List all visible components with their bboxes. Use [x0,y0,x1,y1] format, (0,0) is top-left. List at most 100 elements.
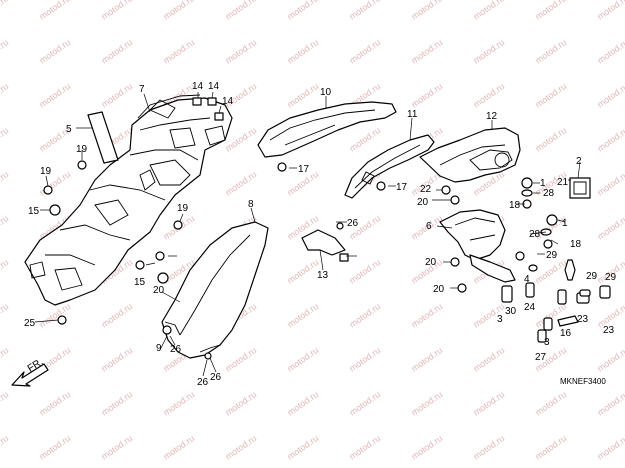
watermark: motod.ru [471,433,506,462]
watermark: motod.ru [533,37,568,66]
washer [528,264,538,272]
callout: 21 [557,177,569,188]
watermark: motod.ru [409,81,444,110]
watermark: motod.ru [223,433,258,462]
callout: 11 [407,109,418,120]
callout: 17 [396,182,408,193]
callout: 18 [509,200,521,211]
part-grommet [214,112,224,121]
bolt [441,185,451,195]
watermark: motod.ru [99,345,134,374]
callout: 29 [546,250,558,261]
bolt [277,162,287,172]
bolt [162,325,172,335]
watermark: motod.ru [0,257,10,286]
callout: 4 [524,274,530,285]
watermark: motod.ru [595,389,625,418]
watermark: motod.ru [99,0,134,22]
callout: 13 [317,270,329,281]
bolt [521,177,533,189]
part-grommet [192,97,202,106]
watermark: motod.ru [409,389,444,418]
callout: 14 [208,81,220,92]
callout: 1 [562,218,568,229]
watermark: motod.ru [0,433,10,462]
callout: 3 [497,314,503,325]
watermark: motod.ru [0,81,10,110]
watermark: motod.ru [409,301,444,330]
watermark: motod.ru [595,433,625,462]
watermark: motod.ru [471,37,506,66]
part-reflector-strip [87,111,119,164]
watermark: motod.ru [285,345,320,374]
watermark: motod.ru [285,301,320,330]
watermark: motod.ru [595,37,625,66]
watermark: motod.ru [37,37,72,66]
watermark: motod.ru [37,0,72,22]
watermark: motod.ru [285,389,320,418]
watermark: motod.ru [471,0,506,22]
watermark: motod.ru [161,389,196,418]
watermark: motod.ru [161,0,196,22]
watermark: motod.ru [0,0,10,22]
watermark: motod.ru [347,433,382,462]
callout: 24 [524,302,536,313]
callout: 17 [298,164,310,175]
callout: 12 [486,111,498,122]
watermark: motod.ru [0,37,10,66]
callout: 16 [560,328,572,339]
callout: 19 [76,144,88,155]
watermark: motod.ru [223,389,258,418]
callout: 30 [505,306,517,317]
watermark: motod.ru [37,389,72,418]
callout: 18 [570,239,582,250]
leader-lines [34,91,581,377]
watermark: motod.ru [595,213,625,242]
callout: 7 [139,84,145,95]
callout: 14 [222,96,234,107]
watermark: motod.ru [595,81,625,110]
callout: 8 [248,199,254,210]
bolt [450,257,460,267]
watermark: motod.ru [533,125,568,154]
part-tail-cowl [419,127,521,183]
watermark: motod.ru [99,389,134,418]
watermark: motod.ru [347,345,382,374]
watermark: motod.ru [347,0,382,22]
watermark: motod.ru [595,0,625,22]
watermark: motod.ru [285,433,320,462]
watermark: motod.ru [99,433,134,462]
watermark: motod.ru [161,433,196,462]
watermark: motod.ru [347,37,382,66]
watermark: motod.ru [0,169,10,198]
callout: 25 [24,318,36,329]
watermark: motod.ru [0,345,10,374]
watermark: motod.ru [0,125,10,154]
bolt [376,181,386,191]
callout: 29 [586,271,598,282]
watermark: motod.ru [409,345,444,374]
callout: 22 [420,184,432,195]
callout: 23 [603,325,615,336]
watermark: motod.ru [471,389,506,418]
watermark: motod.ru [223,37,258,66]
washer [521,189,533,197]
watermark: motod.ru [347,389,382,418]
bolt [543,239,553,249]
callout: 10 [320,87,332,98]
part-side-cowl-right [344,134,435,199]
watermark: motod.ru [533,0,568,22]
callout: 28 [529,229,541,240]
callout: 27 [535,352,547,363]
watermark: motod.ru [409,433,444,462]
callout: 26 [210,372,222,383]
fastener-group-lower-right [501,259,611,343]
watermark: motod.ru [0,301,10,330]
watermark: motod.ru [285,37,320,66]
watermark: motod.ru [223,0,258,22]
callout: 28 [543,188,555,199]
bolt [546,214,558,226]
part-side-cowl-left [257,101,397,158]
watermark: motod.ru [347,301,382,330]
watermark: motod.ru [37,81,72,110]
